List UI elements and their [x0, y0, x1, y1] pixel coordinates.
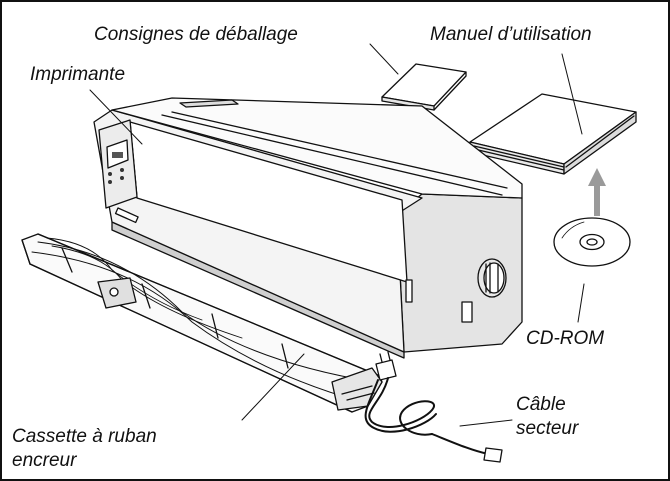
cd-rom-label: CD-ROM	[526, 328, 605, 349]
ribbon-cassette-label-line1: Cassette à ruban	[12, 426, 157, 447]
power-cable-label-line2: secteur	[516, 418, 579, 439]
cd-rom-icon	[553, 217, 631, 267]
unpacking-instructions-label: Consignes de déballage	[94, 24, 298, 45]
arrow-icon	[588, 168, 606, 216]
user-manual-label: Manuel d’utilisation	[430, 24, 592, 45]
leader-lines	[89, 43, 585, 427]
printer-icon	[93, 97, 523, 359]
instruction-card-icon	[381, 63, 467, 111]
power-cable-label-line1: Câble	[516, 394, 566, 415]
manual-book-icon	[469, 93, 637, 175]
printer-label: Imprimante	[30, 64, 126, 85]
ribbon-cassette-label-line2: encreur	[12, 450, 77, 471]
power-cable-icon	[364, 351, 503, 463]
